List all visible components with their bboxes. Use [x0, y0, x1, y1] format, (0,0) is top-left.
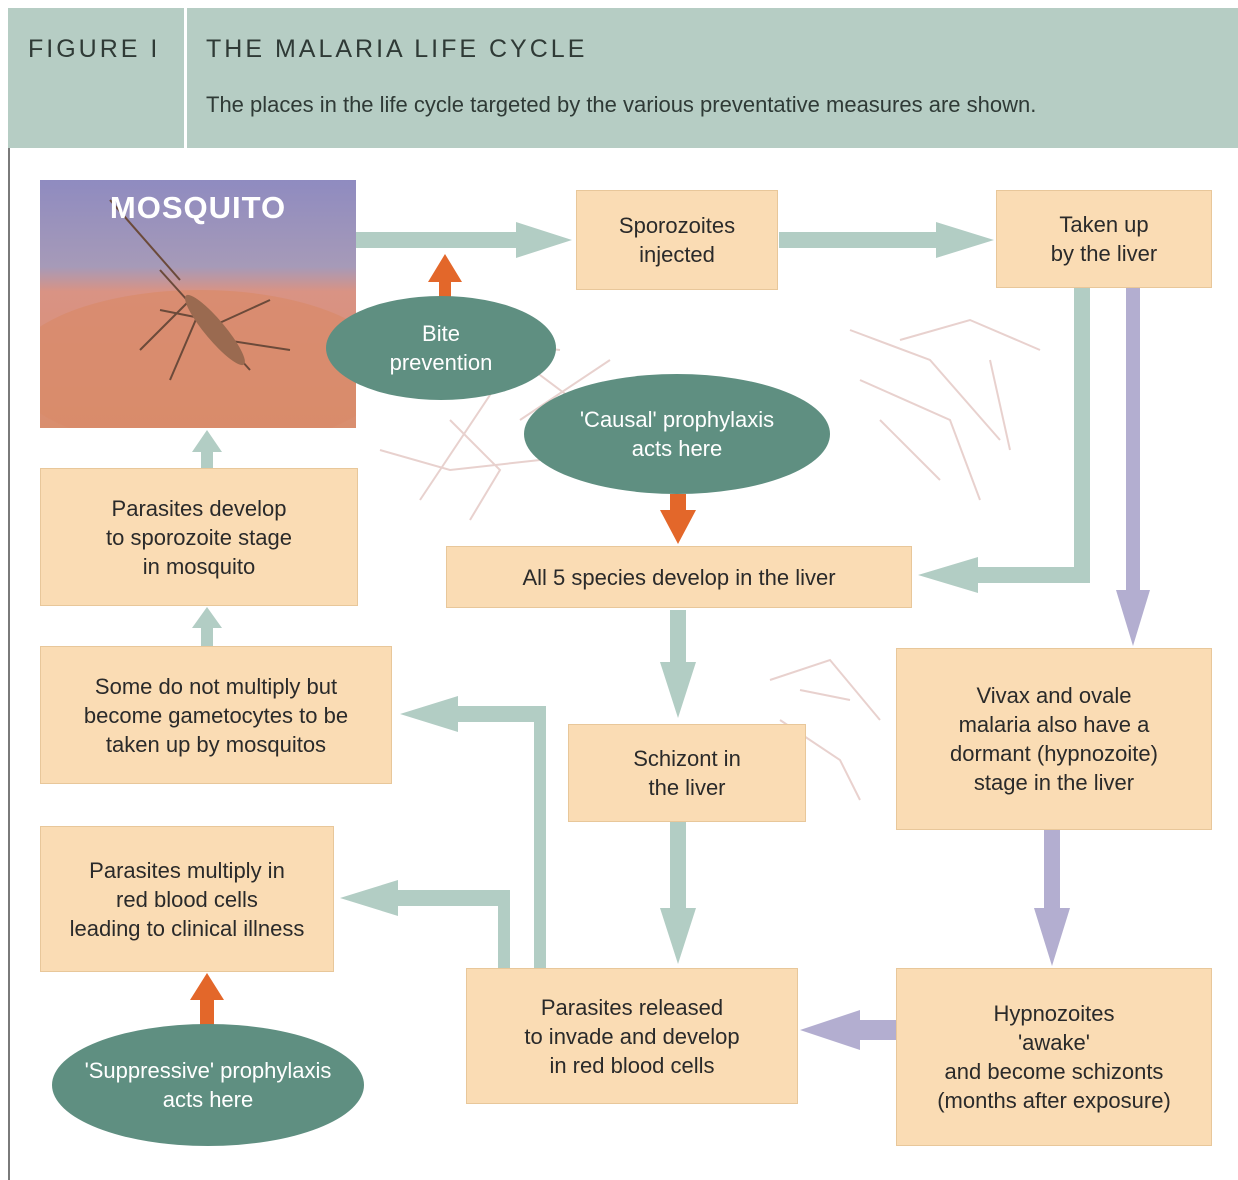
box-hypnozoites-awake: Hypnozoites 'awake' and become schizonts…: [896, 968, 1212, 1146]
mosquito-image: [40, 180, 356, 428]
figure-subtitle: The places in the life cycle targeted by…: [206, 92, 1037, 117]
box-all-species-develop: All 5 species develop in the liver: [446, 546, 912, 608]
header-divider: [184, 8, 187, 148]
arrow-liver-to-development: [918, 287, 1090, 593]
bite-prevention-badge: Bite prevention: [326, 296, 556, 400]
box-taken-up-by-liver: Taken up by the liver: [996, 190, 1212, 288]
arrow-dormant-to-hypnozoites: [1034, 830, 1070, 966]
arrow-mosquito-to-sporozoites: [356, 222, 572, 258]
arrow-sporozoite-stage-to-mosquito: [192, 430, 222, 468]
box-sporozoites-injected: Sporozoites injected: [576, 190, 778, 290]
arrow-released-to-gametocytes: [400, 696, 546, 968]
left-border-rule: [8, 148, 10, 1180]
causal-prophylaxis-badge: 'Causal' prophylaxis acts here: [524, 374, 830, 494]
arrow-liver-to-dormant-stage: [1116, 287, 1150, 646]
arrow-suppressive-prophylaxis: [190, 973, 224, 1040]
box-parasites-multiply: Parasites multiply in red blood cells le…: [40, 826, 334, 972]
mosquito-label: MOSQUITO: [109, 190, 287, 225]
arrow-released-to-multiply: [340, 880, 510, 968]
box-vivax-ovale-dormant: Vivax and ovale malaria also have a dorm…: [896, 648, 1212, 830]
box-parasites-released: Parasites released to invade and develop…: [466, 968, 798, 1104]
arrow-causal-prophylaxis: [660, 494, 696, 544]
mosquito-photo: MOSQUITO: [40, 180, 356, 428]
figure-header: FIGURE I THE MALARIA LIFE CYCLE The plac…: [8, 8, 1238, 148]
arrow-development-to-schizont: [660, 610, 696, 718]
figure-label: FIGURE I: [28, 35, 161, 63]
figure-title: THE MALARIA LIFE CYCLE: [206, 35, 588, 63]
suppressive-prophylaxis-badge: 'Suppressive' prophylaxis acts here: [52, 1024, 364, 1146]
arrow-hypnozoites-to-released: [800, 1010, 898, 1050]
arrow-sporozoites-to-liver: [779, 222, 994, 258]
arrow-bite-prevention: [428, 254, 462, 318]
arrow-gametocytes-to-sporozoite-stage: [192, 607, 222, 648]
box-gametocytes: Some do not multiply but become gametocy…: [40, 646, 392, 784]
arrow-schizont-to-released: [660, 822, 696, 964]
box-develop-sporozoite-stage: Parasites develop to sporozoite stage in…: [40, 468, 358, 606]
box-schizont-in-liver: Schizont in the liver: [568, 724, 806, 822]
